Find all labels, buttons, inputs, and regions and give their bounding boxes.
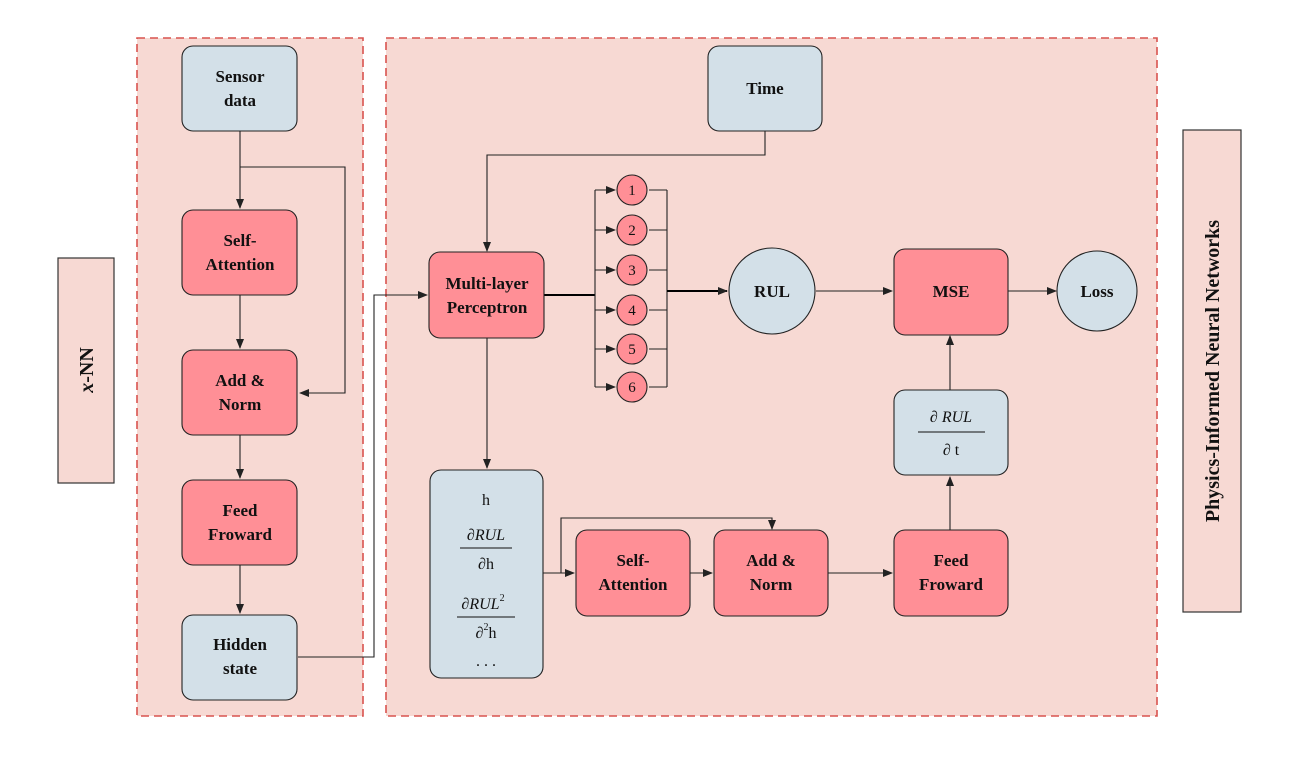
- svg-text:Sensor: Sensor: [215, 67, 265, 86]
- svg-text:Add &: Add &: [215, 371, 265, 390]
- derivatives-box: h ∂RUL ∂h ∂RUL2 ∂2h . . .: [429, 469, 544, 679]
- self-attention-box: Self- Attention: [181, 209, 298, 296]
- arrow-time-to-mlp: [483, 131, 766, 252]
- svg-text:1: 1: [628, 183, 636, 199]
- svg-text:Feed: Feed: [223, 501, 258, 520]
- svg-text:∂ t: ∂ t: [943, 442, 960, 459]
- svg-text:∂2h: ∂2h: [476, 622, 497, 642]
- svg-text:MSE: MSE: [933, 282, 970, 301]
- output-node-2: 2: [616, 214, 648, 246]
- fanout-arrows: [595, 186, 667, 391]
- svg-text:2: 2: [628, 223, 636, 239]
- svg-text:Froward: Froward: [919, 575, 983, 594]
- output-node-5: 5: [616, 333, 648, 365]
- svg-text:3: 3: [628, 263, 636, 279]
- svg-text:state: state: [223, 659, 257, 678]
- output-node-4: 4: [616, 294, 648, 326]
- output-node-6: 6: [616, 371, 648, 403]
- svg-text:∂RUL: ∂RUL: [467, 527, 505, 544]
- xnn-label: x-NN: [76, 347, 98, 394]
- pinn-label: Physics-Informed Neural Networks: [1202, 220, 1224, 522]
- svg-text:Attention: Attention: [599, 575, 668, 594]
- svg-text:Loss: Loss: [1080, 282, 1113, 301]
- svg-text:∂h: ∂h: [478, 556, 494, 573]
- svg-text:Time: Time: [746, 79, 784, 98]
- svg-text:6: 6: [628, 380, 636, 396]
- residual-connection: [240, 166, 346, 397]
- loss-node: Loss: [1056, 250, 1138, 332]
- svg-text:h: h: [482, 492, 490, 509]
- hidden-state-box: Hidden state: [181, 614, 298, 701]
- svg-text:Feed: Feed: [934, 551, 969, 570]
- sensor-data-box: Sensor data: [181, 45, 298, 132]
- self-attention-box-bottom: Self- Attention: [575, 529, 691, 617]
- output-node-1: 1: [616, 174, 648, 206]
- svg-text:data: data: [224, 91, 257, 110]
- output-node-3: 3: [616, 254, 648, 286]
- svg-text:4: 4: [628, 303, 636, 319]
- add-norm-box: Add & Norm: [181, 349, 298, 436]
- svg-text:Froward: Froward: [208, 525, 272, 544]
- time-derivative-box: ∂ RUL ∂ t: [893, 389, 1009, 476]
- svg-text:RUL: RUL: [754, 282, 790, 301]
- feed-forward-box: Feed Froward: [181, 479, 298, 566]
- svg-text:Self-: Self-: [616, 551, 649, 570]
- feed-forward-box-bottom: Feed Froward: [893, 529, 1009, 617]
- svg-text:Norm: Norm: [219, 395, 261, 414]
- svg-text:Add &: Add &: [746, 551, 796, 570]
- mse-box: MSE: [893, 248, 1009, 336]
- mlp-box: Multi-layer Perceptron: [428, 251, 545, 339]
- svg-text:Multi-layer: Multi-layer: [445, 274, 529, 293]
- svg-text:Self-: Self-: [223, 231, 256, 250]
- xnn-label-box: [57, 257, 115, 484]
- svg-text:Hidden: Hidden: [213, 635, 267, 654]
- svg-text:5: 5: [628, 342, 636, 358]
- svg-text:∂ RUL: ∂ RUL: [930, 409, 972, 426]
- svg-text:. . .: . . .: [476, 653, 496, 670]
- svg-text:∂RUL2: ∂RUL2: [461, 593, 504, 613]
- pinn-label-box: [1182, 129, 1242, 613]
- add-norm-box-bottom: Add & Norm: [713, 529, 829, 617]
- residual-connection-bottom: [560, 517, 776, 573]
- time-box: Time: [707, 45, 823, 132]
- rul-node: RUL: [728, 247, 816, 335]
- svg-text:Perceptron: Perceptron: [447, 298, 528, 317]
- svg-text:Norm: Norm: [750, 575, 792, 594]
- arrow-hidden-to-mlp: [298, 291, 428, 658]
- svg-text:Attention: Attention: [206, 255, 275, 274]
